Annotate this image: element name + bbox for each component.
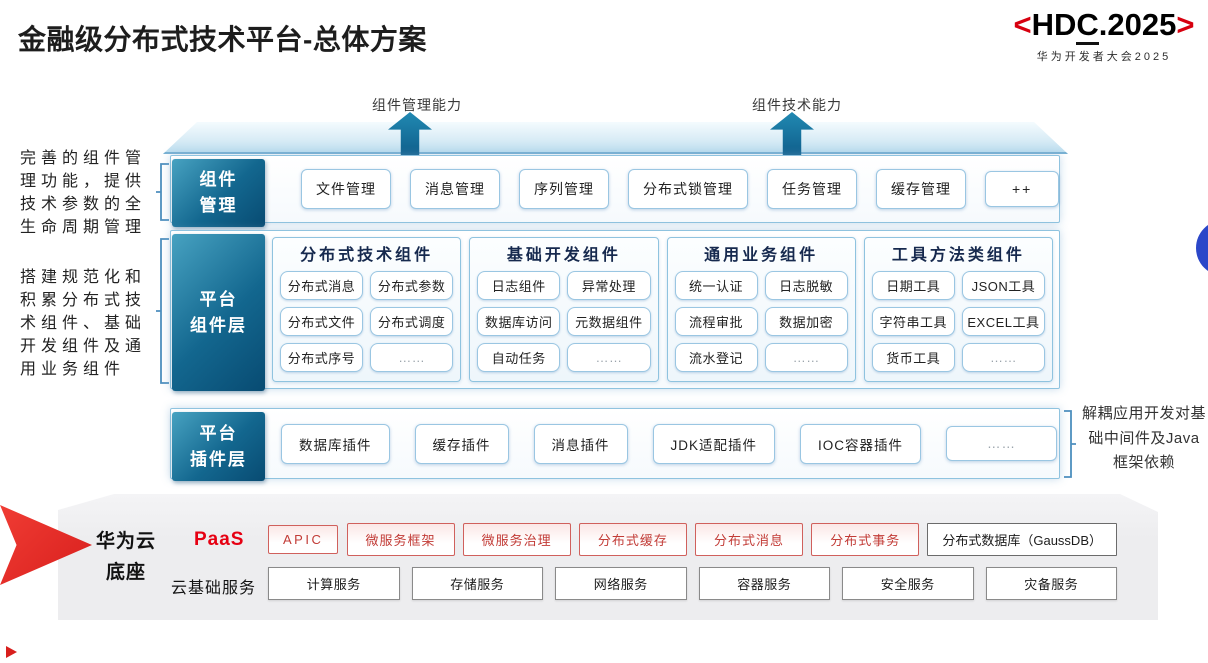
cloud-service-item: 安全服务 <box>842 566 974 600</box>
component-item-more: …… <box>961 343 1045 372</box>
component-item: 流程审批 <box>674 307 758 336</box>
component-item: 日志脱敏 <box>764 271 848 300</box>
cloud-base-services-label: 云基础服务 <box>171 580 257 597</box>
cloud-service-item: 灾备服务 <box>985 566 1117 600</box>
plugin-item: 数据库插件 <box>281 423 390 464</box>
blue-circle-decoration <box>1196 220 1208 276</box>
logo-right-angle: > <box>1176 7 1195 42</box>
cloud-service-item: 存储服务 <box>411 566 543 600</box>
plugin-items: 数据库插件 缓存插件 消息插件 JDK适配插件 IOC容器插件 …… <box>281 409 1058 478</box>
layer-label-component-management: 组件 管理 <box>172 159 265 227</box>
technical-capability-label: 组件技术能力 <box>752 97 842 113</box>
plugin-item: JDK适配插件 <box>652 423 776 464</box>
component-group-distributed-tech: 分布式技术组件 分布式消息 分布式参数 分布式文件 分布式调度 分布式序号 …… <box>272 237 462 382</box>
paas-label: PaaS <box>194 529 245 550</box>
component-item: 异常处理 <box>567 271 651 300</box>
component-item: 字符串工具 <box>871 307 955 336</box>
cloud-service-item: 网络服务 <box>555 566 687 600</box>
note-platform-components: 搭建规范化和积累分布式技术组件、基础开发组件及通用业务组件 <box>20 269 147 378</box>
cloud-service-item: 计算服务 <box>268 566 400 600</box>
layer-platform-plugins: 平台 插件层 数据库插件 缓存插件 消息插件 JDK适配插件 IOC容器插件 …… <box>170 408 1060 481</box>
layer-platform-components: 平台 组件层 分布式技术组件 分布式消息 分布式参数 分布式文件 分布式调度 分… <box>170 230 1060 391</box>
cloud-base-items: 计算服务 存储服务 网络服务 容器服务 安全服务 灾备服务 <box>268 566 1117 600</box>
logo-subtitle: 华为开发者大会2025 <box>1036 51 1172 63</box>
component-item: 分布式消息 <box>280 271 364 300</box>
component-group-basic-dev: 基础开发组件 日志组件 异常处理 数据库访问 元数据组件 自动任务 …… <box>469 237 659 382</box>
component-item: 分布式调度 <box>370 307 454 336</box>
component-item-more: …… <box>764 343 848 372</box>
management-item: 消息管理 <box>410 169 500 209</box>
component-item: 数据库访问 <box>477 307 561 336</box>
component-group-common-business: 通用业务组件 统一认证 日志脱敏 流程审批 数据加密 流水登记 …… <box>666 237 856 382</box>
platform-top-face <box>163 122 1068 154</box>
plugin-item: IOC容器插件 <box>800 423 922 464</box>
huawei-cloud-base-band <box>58 494 1158 620</box>
management-items: 文件管理 消息管理 序列管理 分布式锁管理 任务管理 缓存管理 ++ <box>301 156 1060 222</box>
paas-item: APIC <box>268 524 339 554</box>
management-item: 缓存管理 <box>876 169 966 209</box>
layer-component-management: 组件 管理 文件管理 消息管理 序列管理 分布式锁管理 任务管理 缓存管理 ++ <box>170 155 1060 227</box>
left-brace-icon <box>156 163 169 221</box>
component-item-more: …… <box>567 343 651 372</box>
component-item: JSON工具 <box>961 271 1045 300</box>
component-item: 自动任务 <box>477 343 561 372</box>
component-item-more: …… <box>370 343 454 372</box>
component-item: 日期工具 <box>871 271 955 300</box>
component-group-tool-methods: 工具方法类组件 日期工具 JSON工具 字符串工具 EXCEL工具 货币工具 …… <box>863 237 1053 382</box>
component-item: 分布式参数 <box>370 271 454 300</box>
page-title: 金融级分布式技术平台-总体方案 <box>18 24 427 55</box>
component-item: 元数据组件 <box>567 307 651 336</box>
paas-item: 分布式缓存 <box>578 522 687 556</box>
logo-underlined-c: C <box>1076 8 1099 45</box>
component-item: 流水登记 <box>674 343 758 372</box>
right-brace-icon <box>1064 410 1076 478</box>
paas-item: 分布式事务 <box>811 522 920 556</box>
component-groups: 分布式技术组件 分布式消息 分布式参数 分布式文件 分布式调度 分布式序号 ……… <box>272 237 1053 382</box>
plugin-item: 缓存插件 <box>414 423 509 464</box>
plugin-item-more: …… <box>946 426 1058 461</box>
huawei-cloud-base-label: 华为云 底座 <box>95 531 156 583</box>
component-item: 货币工具 <box>871 343 955 372</box>
left-brace-icon <box>156 238 169 384</box>
management-capability-label: 组件管理能力 <box>372 97 462 113</box>
paas-item: 分布式消息 <box>695 522 804 556</box>
plugin-item: 消息插件 <box>533 423 628 464</box>
component-item: EXCEL工具 <box>961 307 1045 336</box>
component-item: 日志组件 <box>477 271 561 300</box>
cloud-service-item: 容器服务 <box>698 566 830 600</box>
note-component-management: 完善的组件管理功能，提供技术参数的全生命周期管理 <box>20 150 147 236</box>
note-decouple: 解耦应用开发对基础中间件及Java框架依赖 <box>1082 405 1207 471</box>
management-item-more: ++ <box>985 171 1060 207</box>
management-item: 序列管理 <box>519 169 609 209</box>
logo-left-angle: < <box>1013 7 1032 42</box>
component-item: 分布式文件 <box>280 307 364 336</box>
slide-footer-mark <box>6 646 17 658</box>
component-item: 分布式序号 <box>280 343 364 372</box>
paas-item-gaussdb: 分布式数据库（GaussDB） <box>927 522 1117 556</box>
paas-item: 微服务治理 <box>462 522 571 556</box>
management-item: 文件管理 <box>301 169 391 209</box>
layer-label-platform-components: 平台 组件层 <box>172 234 265 391</box>
paas-item: 微服务框架 <box>346 522 455 556</box>
component-item: 数据加密 <box>764 307 848 336</box>
component-item: 统一认证 <box>674 271 758 300</box>
management-item: 分布式锁管理 <box>628 169 748 209</box>
layer-label-platform-plugins: 平台 插件层 <box>172 412 265 481</box>
management-item: 任务管理 <box>767 169 857 209</box>
paas-items: APIC 微服务框架 微服务治理 分布式缓存 分布式消息 分布式事务 分布式数据… <box>268 522 1117 556</box>
